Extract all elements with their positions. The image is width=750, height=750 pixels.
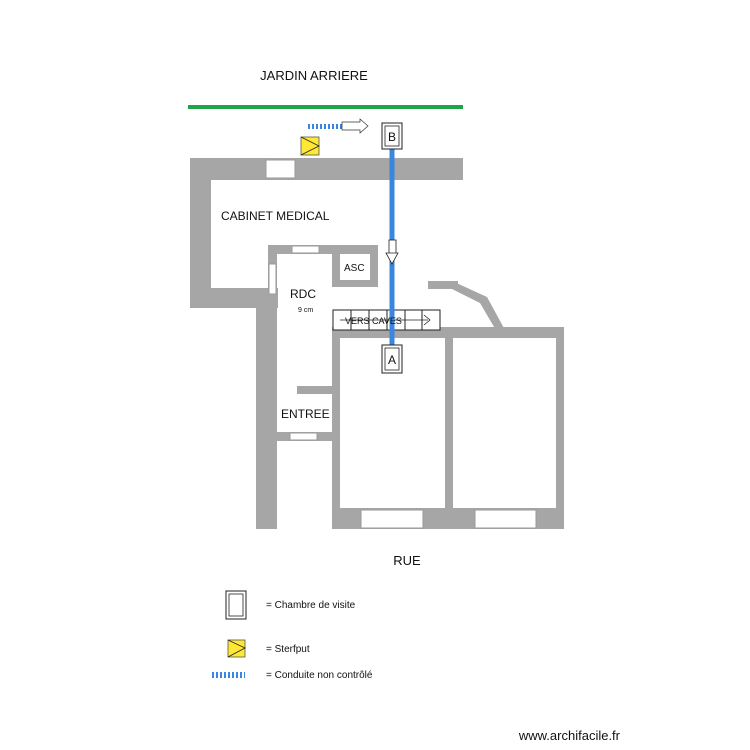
rdc-label: RDC — [290, 287, 316, 301]
sterfput-icon — [300, 136, 320, 156]
chamber-icon — [225, 590, 247, 620]
window-rdc-left — [268, 263, 277, 295]
legend-conduit-text: = Conduite non contrôlé — [266, 670, 373, 681]
sterfput-icon — [227, 639, 246, 658]
street-label: RUE — [393, 553, 421, 568]
wall-left-lower — [256, 288, 277, 529]
stair-arrow-head — [423, 314, 431, 326]
watermark: www.archifacile.fr — [518, 728, 621, 743]
window-shop-right — [474, 509, 537, 529]
chamber-icon — [381, 122, 403, 150]
chamber-b-label: B — [388, 130, 396, 144]
wall-left-upper — [190, 158, 211, 308]
flow-arrow-icon — [341, 118, 369, 134]
uncontrolled-conduit-icon — [308, 118, 369, 134]
wall-asc-right — [370, 245, 378, 287]
elevator-label: ASC — [344, 263, 365, 274]
flow-arrow-icon — [385, 239, 399, 265]
wall-stair-ledge — [428, 281, 458, 289]
stairs-to-cellars — [332, 309, 441, 331]
legend-conduit: = Conduite non contrôlé — [211, 670, 373, 681]
wall-top — [190, 158, 463, 180]
windows — [265, 159, 537, 529]
legend-chamber-text: = Chambre de visite — [266, 600, 356, 611]
legend-sterfput-text: = Sterfput — [266, 644, 310, 655]
window-shop-left — [360, 509, 424, 529]
wall-shops-right — [556, 327, 564, 529]
cellars-label: VERS CAVES — [345, 316, 402, 326]
window-cabinet — [265, 159, 296, 179]
wall-corridor — [332, 332, 340, 529]
chamber-b: B — [381, 122, 403, 150]
chamber-a-label: A — [388, 353, 396, 367]
chamber-a: A — [381, 344, 403, 374]
height-annotation: 9 cm — [298, 307, 313, 314]
chamber-icon — [381, 344, 403, 374]
wall-asc-left — [332, 245, 340, 287]
garden-label: JARDIN ARRIERE — [260, 68, 368, 83]
legend: = Chambre de visite = Sterfput = Conduit… — [211, 590, 373, 681]
window-entree — [289, 432, 318, 441]
wall-shops-middle — [445, 327, 453, 529]
wall-stair-diagonal — [452, 281, 505, 332]
legend-sterfput: = Sterfput — [227, 639, 310, 658]
wall-rdc-top — [268, 245, 378, 254]
cabinet-medical-label: CABINET MEDICAL — [221, 209, 330, 223]
entree-label: ENTREE — [281, 407, 330, 421]
wall-asc-bottom — [332, 280, 378, 287]
window-rdc-top — [291, 245, 320, 254]
uncontrolled-conduit-icon — [211, 672, 245, 678]
wall-entry-stub — [297, 386, 335, 394]
legend-chamber: = Chambre de visite — [225, 590, 356, 620]
